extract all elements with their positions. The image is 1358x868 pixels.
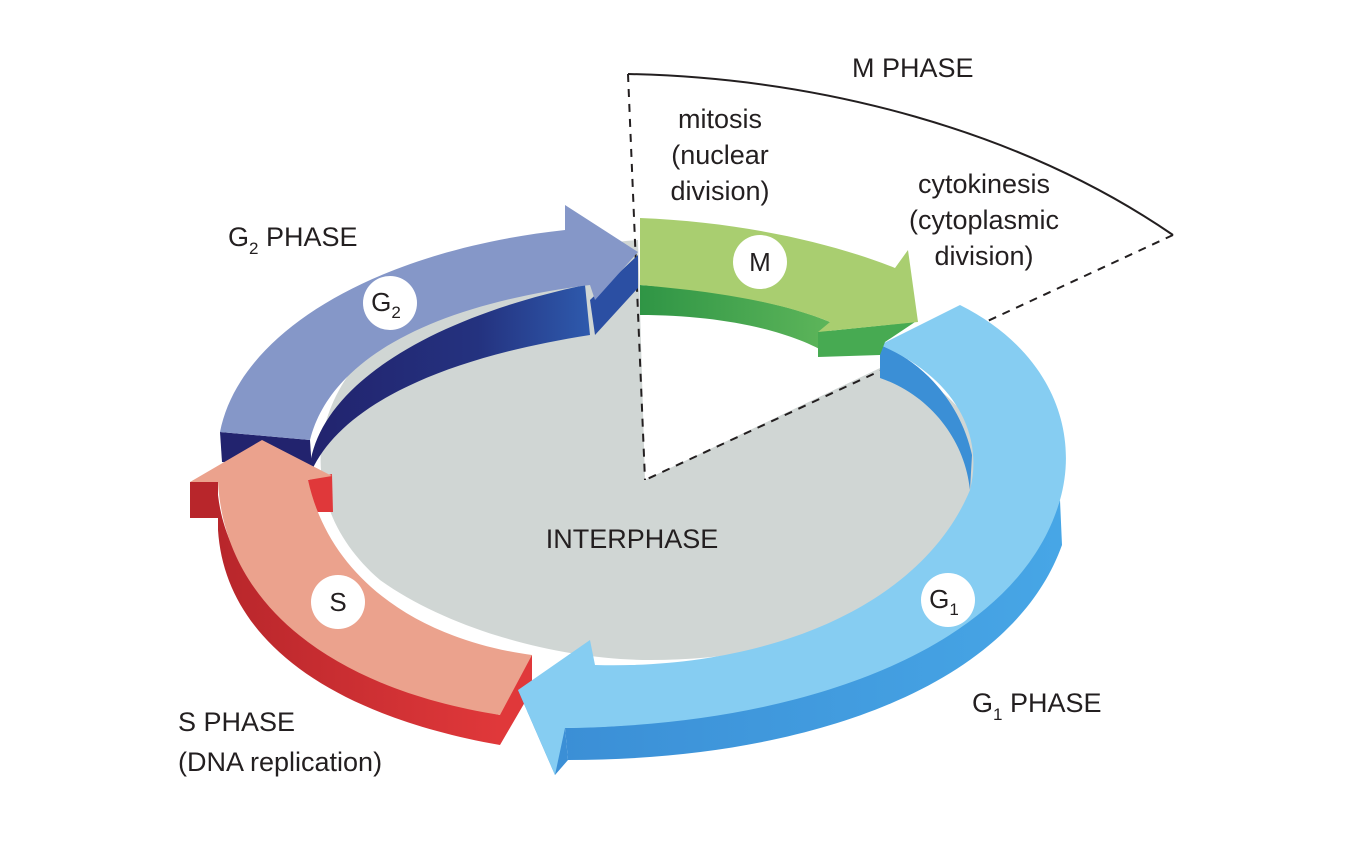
- cytokinesis-label-line-2: (cytoplasmic: [909, 205, 1059, 235]
- g1-phase-label: G1 PHASE: [972, 688, 1102, 724]
- g2-phase-label: G2 PHASE: [228, 222, 358, 258]
- g2-badge: G2: [363, 276, 417, 330]
- s-arrow-side: [218, 495, 500, 745]
- m-arrow-side: [640, 285, 830, 355]
- s-badge: S: [311, 575, 365, 629]
- s-arrow-head-left-side: [190, 482, 218, 518]
- cytokinesis-label-line-3: division): [934, 241, 1033, 271]
- m-arrow-head-side: [818, 322, 915, 357]
- svg-text:G2: G2: [371, 287, 401, 322]
- g1-arrow-inner-side: [880, 345, 972, 490]
- s-arrow: [190, 440, 532, 745]
- mitosis-label-line-3: division): [670, 176, 769, 206]
- g2-arrow-head-side: [590, 255, 638, 335]
- m-phase-outline: [627, 73, 1174, 236]
- svg-text:G1: G1: [929, 584, 959, 619]
- m-arrow: [640, 218, 918, 357]
- mitosis-label-line-2: (nuclear: [671, 140, 769, 170]
- m-phase-label: M PHASE: [852, 53, 974, 83]
- m-phase-dashed-left: [627, 73, 646, 481]
- svg-text:S: S: [329, 587, 346, 617]
- m-badge: M: [733, 235, 787, 289]
- cytokinesis-label-line-1: cytokinesis: [918, 169, 1050, 199]
- svg-text:M: M: [749, 247, 771, 277]
- g1-badge: G1: [921, 573, 975, 627]
- s-arrow-top: [190, 440, 532, 715]
- g1-arrow-side: [565, 500, 1062, 760]
- g1-arrow-top: [518, 305, 1066, 775]
- s-phase-label-line-2: (DNA replication): [178, 747, 382, 777]
- g2-arrow-side: [310, 285, 590, 470]
- interphase-label: INTERPHASE: [546, 524, 719, 554]
- mitosis-label-line-1: mitosis: [678, 104, 762, 134]
- g2-arrow-top: [220, 205, 638, 440]
- s-phase-label-line-1: S PHASE: [178, 707, 295, 737]
- g1-arrow: [518, 305, 1066, 775]
